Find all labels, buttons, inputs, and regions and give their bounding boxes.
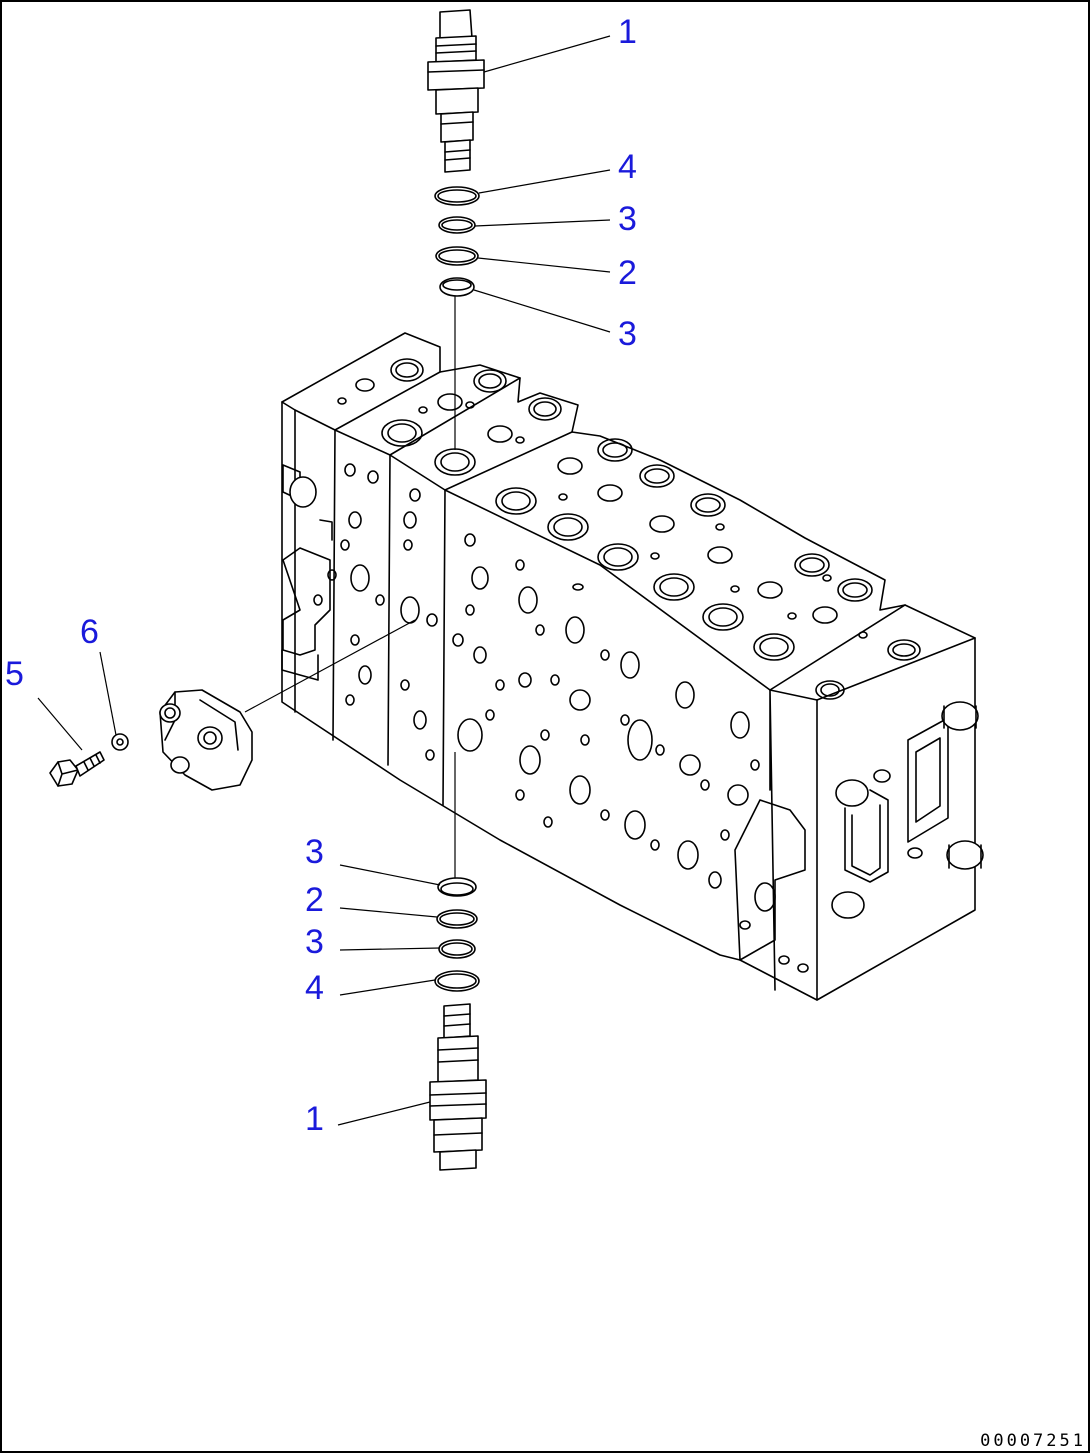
callout-bottom-ring-a: 3	[305, 833, 324, 871]
callouts: 1 4 3 2 3 5 6 3 2 3 4 1	[5, 13, 637, 1138]
assembly-line-cover	[244, 619, 416, 713]
callout-bottom-ring-c: 3	[305, 923, 324, 961]
callout-bottom-valve: 1	[305, 1100, 324, 1138]
bolt	[49, 751, 105, 787]
side-cover	[159, 689, 253, 791]
callout-top-ring-c: 2	[618, 254, 637, 292]
drawing-number: 00007251	[980, 1431, 1086, 1451]
relief-valve-top	[427, 9, 485, 173]
callout-top-ring-b: 3	[618, 200, 637, 238]
leader-lines	[37, 35, 611, 1126]
callout-washer: 6	[80, 613, 99, 651]
control-valve-body	[281, 332, 984, 1001]
callout-bottom-ring-b: 2	[305, 881, 324, 919]
callout-bolt: 5	[5, 655, 24, 693]
callout-top-ring-d: 3	[618, 315, 637, 353]
washer	[111, 733, 129, 751]
callout-bottom-ring-d: 4	[305, 969, 324, 1007]
callout-top-ring-a: 4	[618, 148, 637, 186]
top-o-rings	[434, 186, 480, 297]
callout-top-valve: 1	[618, 13, 637, 51]
relief-valve-bottom	[429, 1003, 487, 1171]
bottom-o-rings	[434, 877, 480, 992]
